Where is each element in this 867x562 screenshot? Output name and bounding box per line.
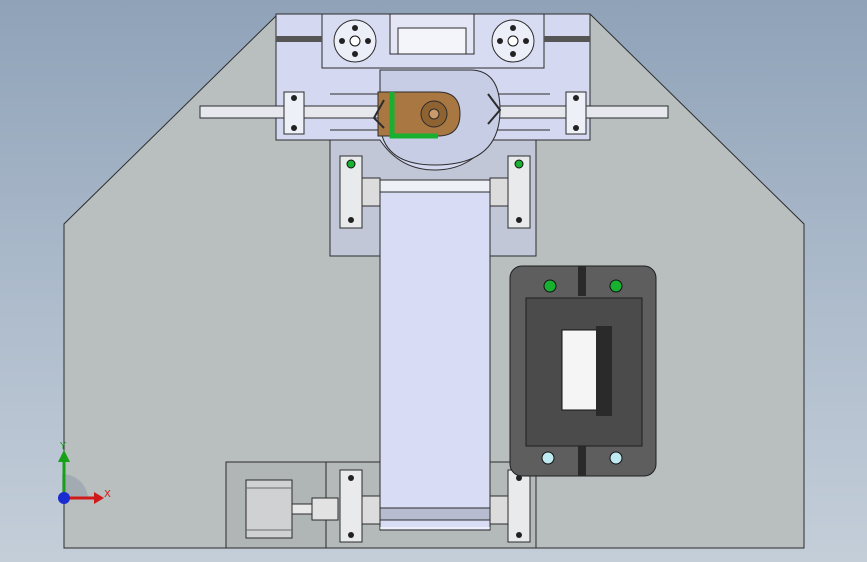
bottom-shaft[interactable] <box>359 507 511 521</box>
mount-hole-cyan-left <box>541 451 555 465</box>
bearing-block-bottom-left[interactable] <box>339 469 381 543</box>
axis-y-label: Y <box>59 441 67 452</box>
stepper-motor[interactable] <box>245 479 293 539</box>
motor-shaft <box>291 503 313 515</box>
flange-bearing-right[interactable] <box>491 19 535 63</box>
flange-bearing-left[interactable] <box>333 19 377 63</box>
rod-support-right[interactable] <box>565 91 587 135</box>
gripper-finger-right[interactable] <box>487 93 502 125</box>
belt-plate[interactable] <box>379 189 491 531</box>
mount-hole-green-right <box>609 279 623 293</box>
bearing-block-top-left[interactable] <box>339 155 381 229</box>
bearing-block-bottom-right[interactable] <box>489 469 531 543</box>
top-shaft[interactable] <box>359 179 511 193</box>
mount-hole-green-left <box>543 279 557 293</box>
axis-x-label: X <box>104 489 111 500</box>
slider-block[interactable] <box>561 329 603 411</box>
rod-support-left[interactable] <box>283 91 305 135</box>
gripper-finger-left[interactable] <box>372 99 385 129</box>
shaft-coupling[interactable] <box>311 497 339 521</box>
bearing-block-top-right[interactable] <box>489 155 531 229</box>
axis-triad <box>58 450 104 504</box>
mount-hole-cyan-right <box>609 451 623 465</box>
